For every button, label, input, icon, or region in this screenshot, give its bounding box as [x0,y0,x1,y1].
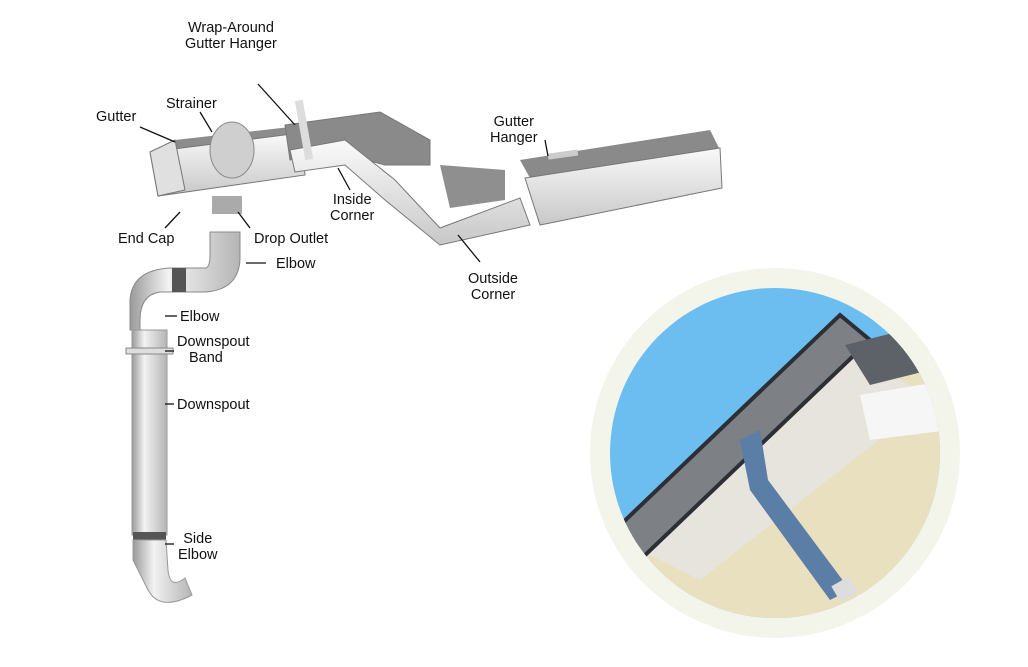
gutter-section-left [149,121,306,214]
label-line: Corner [470,287,516,303]
label-line: Corner [330,208,375,224]
label-line: Gutter [493,114,534,130]
label-drop-outlet: Drop Outlet [254,231,329,247]
strainer [209,121,255,179]
label-outside-corner: Outside Corner [468,271,518,303]
label-line: Inside [332,192,372,208]
label-elbow-upper: Elbow [276,256,316,272]
downspout-assembly [125,231,241,603]
label-line: Side [183,531,213,547]
label-inside-corner: Inside Corner [330,192,374,224]
leader-lines [139,83,549,545]
label-downspout-band: Downspout Band [177,334,250,366]
label-line: Hanger [490,130,538,146]
drop-outlet [212,196,242,214]
label-elbow-lower: Elbow [180,309,220,325]
label-strainer: Strainer [166,96,217,112]
label-gutter-hanger: Gutter Hanger [490,114,538,146]
label-downspout: Downspout [177,397,250,413]
label-end-cap: End Cap [118,231,175,247]
gutter-photo [590,268,960,638]
label-wrap-around-gutter-hanger: Wrap-Around Gutter Hanger [185,20,277,52]
label-line: Wrap-Around [187,20,274,36]
gutter-section-middle [284,99,531,246]
gutter-section-right [520,130,723,226]
label-gutter: Gutter [96,109,137,125]
label-line: Gutter Hanger [185,36,277,52]
label-line: Band [189,350,223,366]
label-line: Downspout [177,334,250,350]
label-line: Elbow [178,547,218,563]
label-line: Outside [468,271,518,287]
label-side-elbow: Side Elbow [178,531,218,563]
